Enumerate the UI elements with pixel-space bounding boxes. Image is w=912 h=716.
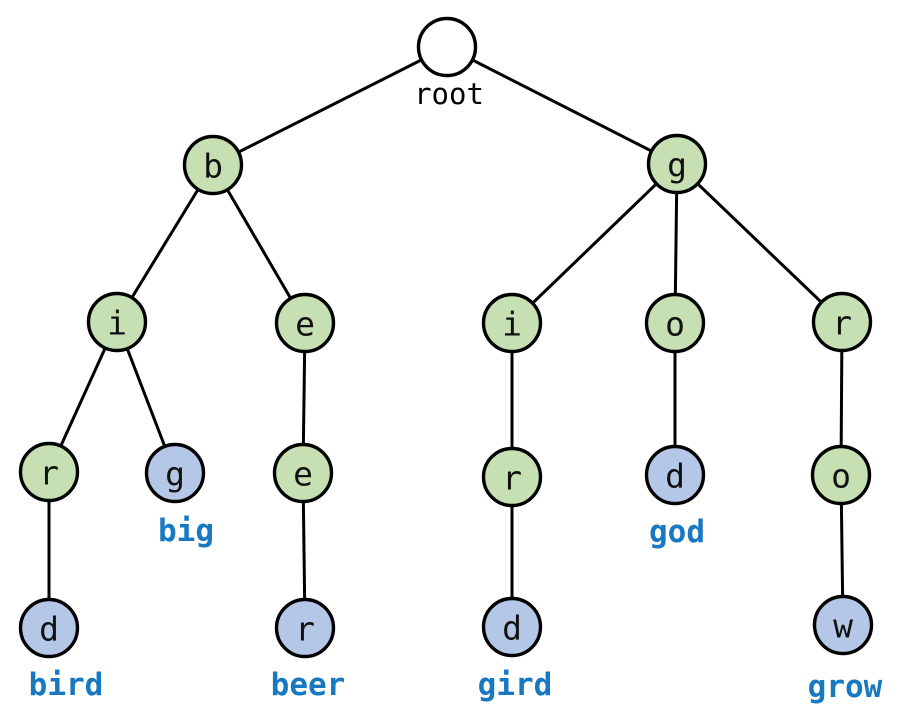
node-root [416, 16, 478, 78]
node-letter-i2: i [502, 305, 522, 344]
edge-root-g1 [445, 45, 679, 166]
word-label-big: big [158, 513, 214, 549]
node-letter-o1: o [665, 305, 685, 344]
root-label: root [414, 77, 484, 111]
node-letter-g2: g [165, 455, 185, 494]
word-label-god: god [649, 514, 705, 550]
node-letter-r4: r [295, 610, 315, 649]
node-b-b [182, 134, 244, 196]
edge-b-e1 [211, 163, 307, 325]
node-i-i2 [481, 292, 543, 354]
node-e-e1 [274, 292, 336, 354]
word-label-gird: gird [478, 667, 553, 703]
word-label-grow: grow [808, 669, 883, 705]
node-letter-w1: w [833, 607, 853, 646]
edge-g1-r1 [675, 162, 844, 324]
node-letter-d1: d [665, 457, 685, 496]
node-letter-r2: r [39, 454, 59, 493]
word-label-bird: bird [29, 667, 104, 703]
node-d-d1 [644, 444, 706, 506]
node-o-o2 [810, 444, 872, 506]
node-g-g1 [646, 133, 708, 195]
node-letter-d3: d [502, 609, 522, 648]
edge-g1-i2 [510, 162, 679, 325]
node-g-g2 [144, 442, 206, 504]
node-r-r1 [811, 291, 873, 353]
node-letter-b: b [203, 147, 223, 186]
node-r-r4 [274, 597, 336, 659]
node-letter-r1: r [832, 304, 852, 343]
node-letter-e2: e [293, 455, 313, 494]
node-r-r3 [481, 446, 543, 508]
node-letter-r3: r [502, 459, 522, 498]
node-o-o1 [644, 292, 706, 354]
node-r-r2 [18, 441, 80, 503]
node-letter-g1: g [667, 146, 687, 185]
node-e-e2 [272, 442, 334, 504]
node-w-w1 [812, 594, 874, 656]
node-letter-e1: e [295, 305, 315, 344]
node-d-d3 [481, 596, 543, 658]
node-letter-d2: d [39, 610, 59, 649]
node-i-i1 [86, 291, 148, 353]
node-letter-i1: i [107, 304, 127, 343]
node-d-d2 [18, 597, 80, 659]
edge-root-b [211, 45, 449, 167]
edge-b-i1 [115, 163, 215, 324]
word-label-beer: beer [271, 667, 346, 703]
node-letter-o2: o [831, 457, 851, 496]
nodes-layer: b g i e i o r r g e r d o d r d w [18, 16, 874, 659]
